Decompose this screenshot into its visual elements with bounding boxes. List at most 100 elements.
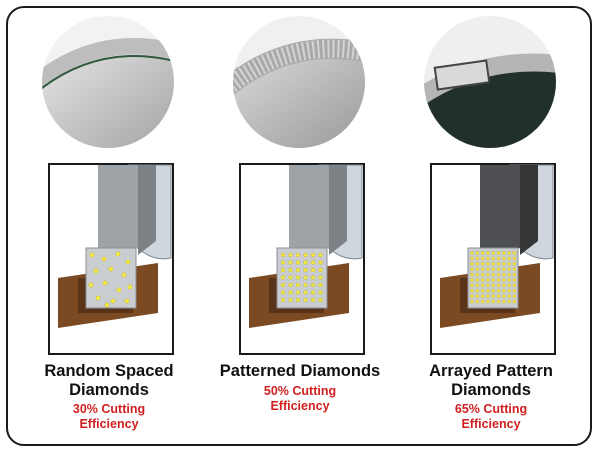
diamond-dot — [116, 252, 120, 256]
diamond-dot — [470, 278, 473, 281]
diamond-dot — [470, 262, 473, 265]
diamond-dot — [470, 295, 473, 298]
diamond-dot — [289, 268, 293, 272]
diamond-dot — [497, 284, 500, 287]
diamond-dot — [492, 262, 495, 265]
diamond-dot — [311, 268, 315, 272]
diamond-dot — [492, 289, 495, 292]
diamond-dot — [502, 251, 505, 254]
diamond-dot — [508, 300, 511, 303]
diamond-dot — [311, 298, 315, 302]
diamond-dot — [476, 278, 479, 281]
diamond-dot — [304, 291, 308, 295]
diamond-dot — [508, 251, 511, 254]
diamond-dot — [476, 262, 479, 265]
diamond-dot — [281, 261, 285, 265]
title-line-2: Diamonds — [14, 381, 204, 400]
diamond-dot — [289, 298, 293, 302]
diamond-dot — [481, 273, 484, 276]
diamond-dot — [476, 268, 479, 271]
diamond-dot — [89, 283, 93, 287]
diamond-dot — [508, 262, 511, 265]
diamond-dot — [502, 273, 505, 276]
diamond-dot — [96, 296, 100, 300]
diamond-dot — [492, 278, 495, 281]
diamond-dot — [481, 257, 484, 260]
diamond-dot — [319, 268, 323, 272]
diamond-dot — [476, 257, 479, 260]
diamond-dot — [319, 298, 323, 302]
diamond-dot — [481, 295, 484, 298]
diamond-dot — [296, 261, 300, 265]
diamond-dot — [508, 284, 511, 287]
title-line-1: Patterned Diamonds — [205, 362, 395, 381]
diamond-dot — [497, 300, 500, 303]
title-line-1: Random Spaced — [14, 362, 204, 381]
diamond-dot — [281, 268, 285, 272]
diamond-dot — [513, 295, 516, 298]
diamond-dot — [481, 278, 484, 281]
diamond-dot — [508, 295, 511, 298]
diamond-dot — [502, 257, 505, 260]
diamond-dot — [281, 253, 285, 257]
efficiency-line-1: 65% Cutting — [396, 402, 586, 417]
diamond-dot — [111, 299, 115, 303]
diamond-dot — [289, 253, 293, 257]
diamond-dot — [508, 268, 511, 271]
diamond-dot — [319, 253, 323, 257]
segment-diagram-patterned — [239, 163, 365, 355]
diamond-dot — [513, 251, 516, 254]
diamond-dot — [481, 251, 484, 254]
diamond-dot — [486, 268, 489, 271]
diamond-dot — [486, 300, 489, 303]
diamond-dot — [126, 260, 130, 264]
diamond-dot — [486, 262, 489, 265]
diamond-dot — [492, 251, 495, 254]
diamond-dot — [476, 295, 479, 298]
diamond-dot — [304, 261, 308, 265]
diamond-dot — [296, 298, 300, 302]
diamond-dot — [492, 295, 495, 298]
diamond-dot — [296, 268, 300, 272]
diamond-dot — [281, 283, 285, 287]
diamond-dot — [513, 278, 516, 281]
diamond-dot — [508, 273, 511, 276]
diamond-dot — [502, 284, 505, 287]
diamond-dot — [486, 257, 489, 260]
diamond-dot — [481, 300, 484, 303]
diamond-dot — [476, 300, 479, 303]
blade-photo-random — [42, 16, 174, 148]
diamond-dot — [289, 283, 293, 287]
blade-photo-patterned — [233, 16, 365, 148]
diamond-dot — [502, 300, 505, 303]
diamond-dot — [311, 253, 315, 257]
diamond-dot — [319, 261, 323, 265]
diamond-dot — [502, 262, 505, 265]
efficiency-line-2: Efficiency — [205, 399, 395, 414]
diamond-dot — [296, 253, 300, 257]
diamond-dot — [502, 278, 505, 281]
segment-diagram-arrayed — [430, 163, 556, 355]
diamond-dot — [311, 276, 315, 280]
diamond-dot — [109, 267, 113, 271]
title-line-1: Arrayed Pattern — [396, 362, 586, 381]
diamond-dot — [481, 262, 484, 265]
diamond-dot — [497, 295, 500, 298]
diamond-dot — [513, 273, 516, 276]
diamond-dot — [470, 284, 473, 287]
diamond-dot — [492, 273, 495, 276]
diamond-dot — [304, 268, 308, 272]
diamond-dot — [319, 291, 323, 295]
diamond-dot — [492, 268, 495, 271]
diamond-dot — [304, 253, 308, 257]
panel-title: Random Spaced Diamonds — [14, 362, 204, 400]
diamond-dot — [296, 276, 300, 280]
panel-title: Arrayed Pattern Diamonds — [396, 362, 586, 400]
diamond-dot — [502, 289, 505, 292]
diamond-dot — [508, 289, 511, 292]
diamond-dot — [94, 269, 98, 273]
diamond-dot — [486, 273, 489, 276]
diamond-dot — [513, 289, 516, 292]
diamond-dot — [486, 295, 489, 298]
diamond-dot — [125, 299, 129, 303]
